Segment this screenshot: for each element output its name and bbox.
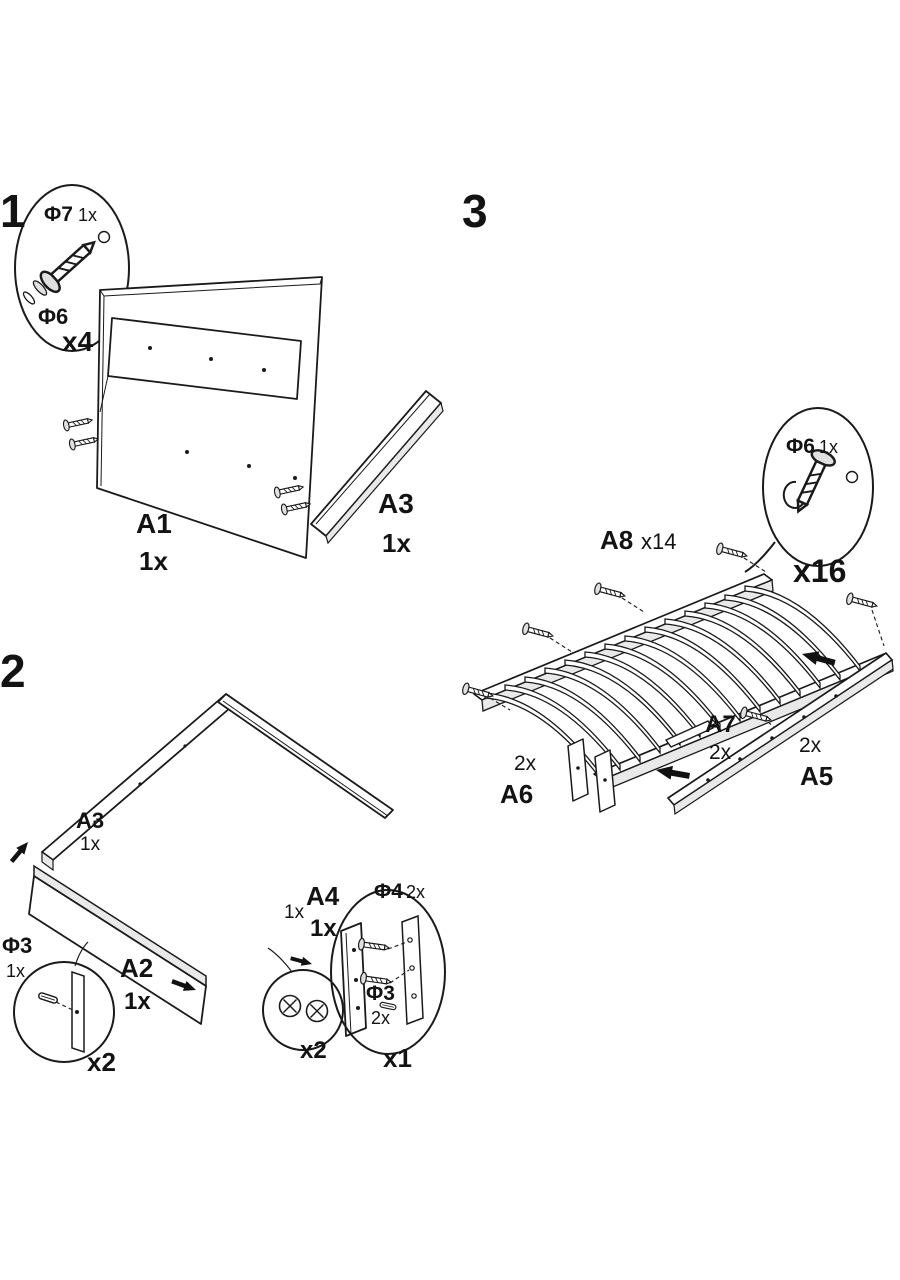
part-qty-a3-step2: 1x <box>80 834 101 855</box>
camlock-icon <box>278 994 302 1018</box>
part-qty-a1: 1x <box>139 546 168 576</box>
part-label-a4: A4 <box>306 881 340 911</box>
hole-icon <box>845 470 859 484</box>
part-qty-a4: 1x <box>310 915 337 942</box>
dowel-multiplier: x2 <box>87 1047 116 1077</box>
headboard-rail-drawing <box>99 317 302 413</box>
support-a7-drawing <box>665 720 714 748</box>
rail-back-right-drawing <box>217 693 394 819</box>
clip-icon <box>782 480 805 509</box>
part-qty-a8: x14 <box>641 529 677 554</box>
panel-a1-drawing <box>96 276 323 559</box>
part-qty-a7: 2x <box>709 741 732 764</box>
camlock-multiplier: x2 <box>300 1037 327 1064</box>
phi3-qty: 1x <box>6 961 26 981</box>
step-2-camlock-detail <box>262 947 344 1051</box>
washer-icon <box>32 280 48 296</box>
step-2-illustration <box>7 693 446 1063</box>
part-label-a7: A7 <box>705 711 736 738</box>
washer-icon <box>22 291 36 305</box>
step-2-dowel-detail <box>13 941 115 1063</box>
screw-icon <box>36 231 104 297</box>
step-3-illustration <box>460 407 894 816</box>
dowel-icon <box>37 991 59 1005</box>
phi4-qty: 2x <box>406 882 426 902</box>
part-qty-a2: 1x <box>124 988 151 1015</box>
phi7-label: Φ7 <box>44 203 73 226</box>
phi3-qty-right: 2x <box>371 1008 391 1028</box>
step-2-number: 2 <box>0 645 26 697</box>
rail-a5-drawing <box>667 652 894 816</box>
part-label-a3: A3 <box>378 488 414 519</box>
part-qty-a4-small: 1x <box>284 902 305 923</box>
part-label-a6: A6 <box>500 779 534 809</box>
slats-a8-drawing <box>484 585 861 780</box>
phi3-label: Φ3 <box>2 933 33 958</box>
part-label-a5: A5 <box>800 761 834 791</box>
camlock-icon <box>305 999 329 1023</box>
step-3-number: 3 <box>462 185 488 237</box>
phi6-label-step3: Φ6 <box>786 435 815 458</box>
phi3-label-right: Φ3 <box>366 982 395 1005</box>
part-label-a8: A8 <box>600 525 634 555</box>
part-qty-a6: 2x <box>514 752 537 775</box>
rail-a2-drawing <box>28 864 207 1025</box>
step-3-multiplier: x16 <box>793 553 847 589</box>
phi7-qty: 1x <box>78 205 98 225</box>
screw-detail-multiplier: x1 <box>383 1043 412 1073</box>
part-label-a2: A2 <box>120 953 154 983</box>
step-1-hardware-detail <box>14 184 130 352</box>
part-qty-a5: 2x <box>799 734 822 757</box>
step-1-multiplier: x4 <box>62 326 94 357</box>
phi4-label: Φ4 <box>374 880 403 903</box>
rail-a3-drawing <box>310 390 444 545</box>
step-1-illustration <box>14 184 444 559</box>
rail-a3-frame-drawing <box>41 693 238 872</box>
part-label-a3-step2: A3 <box>76 808 105 833</box>
phi6-label: Φ6 <box>38 304 69 329</box>
panel-a4-drawing <box>340 922 367 1037</box>
part-qty-a3: 1x <box>382 528 411 558</box>
step-3-hardware-detail <box>744 407 874 573</box>
part-label-a1: A1 <box>136 508 172 539</box>
phi6-qty-step3: 1x <box>819 437 839 457</box>
legs-a6-drawing <box>567 738 616 813</box>
step-2-screw-detail <box>330 889 446 1055</box>
step-1-number: 1 <box>0 185 26 237</box>
hole-icon <box>97 230 111 244</box>
